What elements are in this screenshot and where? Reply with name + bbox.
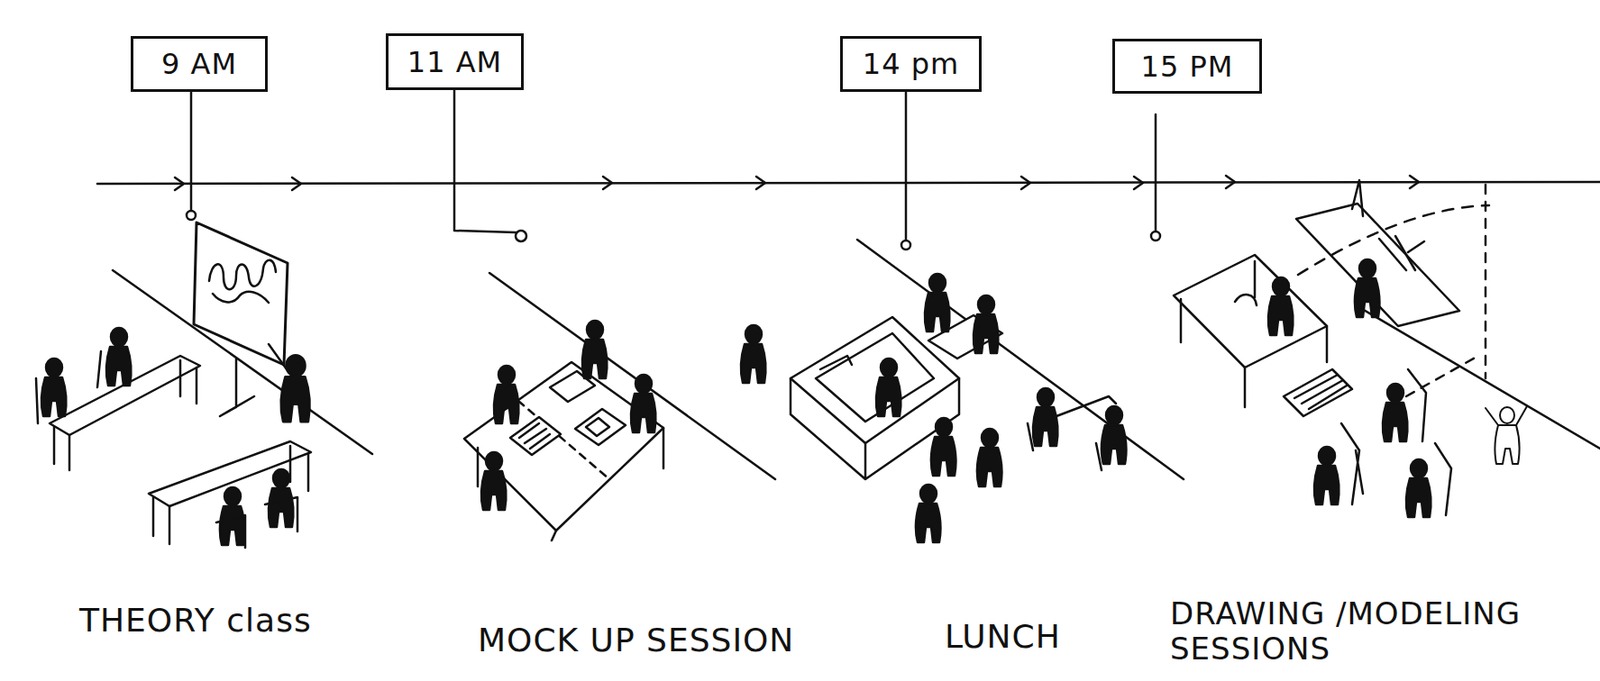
- activity-label: THEORY class: [79, 602, 312, 640]
- timeline-arrows: [174, 175, 1419, 191]
- time-box: 11 AM: [385, 33, 524, 91]
- time-box: 9 AM: [130, 36, 268, 92]
- time-box: 14 pm: [840, 36, 982, 92]
- activity-label: MOCK UP SESSION: [477, 621, 795, 659]
- mockup-scene: [464, 273, 776, 541]
- activity-label: DRAWING /MODELING SESSIONS: [1170, 596, 1585, 668]
- timeline: [97, 182, 1600, 184]
- activity-label: LUNCH: [944, 618, 1061, 656]
- time-label: 9 AM: [161, 46, 238, 82]
- time-label: 11 AM: [407, 45, 503, 80]
- lunch-scene: [790, 239, 1184, 543]
- time-box: 15 PM: [1112, 38, 1262, 94]
- time-label: 15 PM: [1141, 49, 1235, 84]
- drawing-scene: [1173, 180, 1600, 518]
- theory-scene: [36, 222, 373, 549]
- time-label: 14 pm: [862, 46, 960, 82]
- time-stems: [186, 90, 1161, 250]
